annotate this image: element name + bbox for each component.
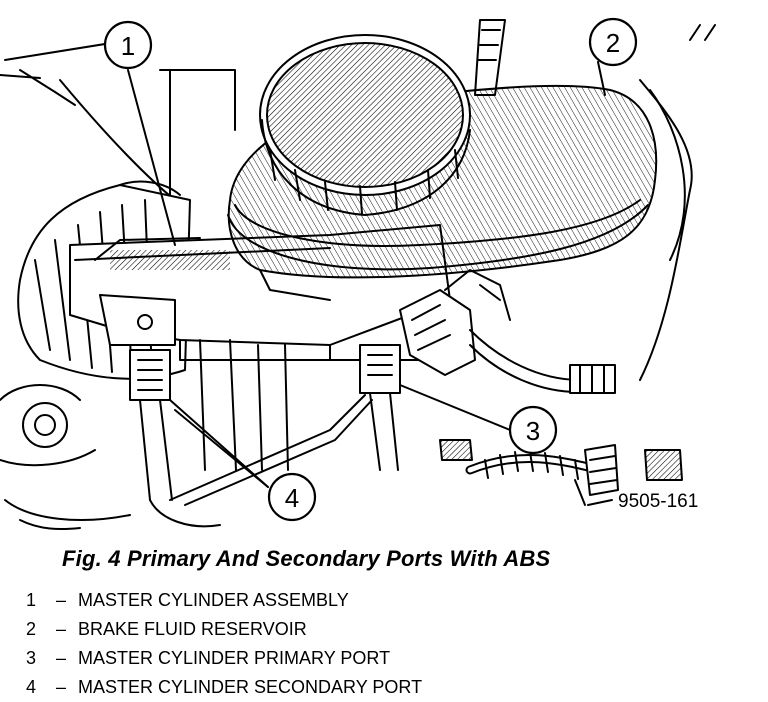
legend-text: MASTER CYLINDER SECONDARY PORT <box>78 677 423 697</box>
legend-number: 3 <box>26 648 37 668</box>
callout-1-circle <box>103 20 153 70</box>
legend-text: MASTER CYLINDER PRIMARY PORT <box>78 648 391 668</box>
left-knob <box>0 384 131 530</box>
callout-2-number: 2 <box>606 28 620 58</box>
legend-number: 1 <box>26 590 37 610</box>
legend-text: BRAKE FLUID RESERVOIR <box>78 619 307 639</box>
figure-caption: Fig. 4 Primary And Secondary Ports With … <box>62 546 551 571</box>
master-cylinder-illustration: 1 2 3 4 9505-161 <box>0 17 716 530</box>
callout-3-number: 3 <box>526 416 540 446</box>
legend-item: 1 – MASTER CYLINDER ASSEMBLY <box>26 586 422 615</box>
figure-id-label: 9505-161 <box>618 491 698 512</box>
callout-2-circle <box>588 17 638 67</box>
legend-dash: – <box>55 677 66 697</box>
secondary-port-fitting <box>129 349 221 528</box>
legend-item: 3 – MASTER CYLINDER PRIMARY PORT <box>26 644 422 673</box>
leader-4b <box>174 409 269 488</box>
callout-1-number: 1 <box>121 31 135 61</box>
legend-list: 1 – MASTER CYLINDER ASSEMBLY 2 – BRAKE F… <box>26 586 422 702</box>
legend-number: 2 <box>26 619 37 639</box>
background-cable <box>59 79 176 201</box>
primary-port-fitting <box>169 344 401 506</box>
legend-item: 2 – BRAKE FLUID RESERVOIR <box>26 615 422 644</box>
legend-number: 4 <box>26 677 37 697</box>
background-panel <box>159 69 236 131</box>
leader-id <box>587 499 613 506</box>
wiring-harness <box>439 439 683 506</box>
legend-dash: – <box>55 619 66 639</box>
background-rod <box>474 19 506 96</box>
leader-2 <box>597 61 606 96</box>
brake-fluid-reservoir <box>227 34 658 301</box>
right-wall <box>639 79 693 381</box>
legend-text: MASTER CYLINDER ASSEMBLY <box>78 590 349 610</box>
callout-3-circle <box>508 405 558 455</box>
abs-connector <box>399 269 616 394</box>
legend-item: 4 – MASTER CYLINDER SECONDARY PORT <box>26 673 422 702</box>
leader-1 <box>127 69 176 246</box>
background-bracket <box>0 69 76 106</box>
legend-dash: – <box>55 590 66 610</box>
legend-dash: – <box>55 648 66 668</box>
callout-4-circle <box>267 472 317 522</box>
leader-3 <box>399 384 511 431</box>
reservoir-cap <box>259 34 471 216</box>
callout-4-number: 4 <box>285 483 299 513</box>
